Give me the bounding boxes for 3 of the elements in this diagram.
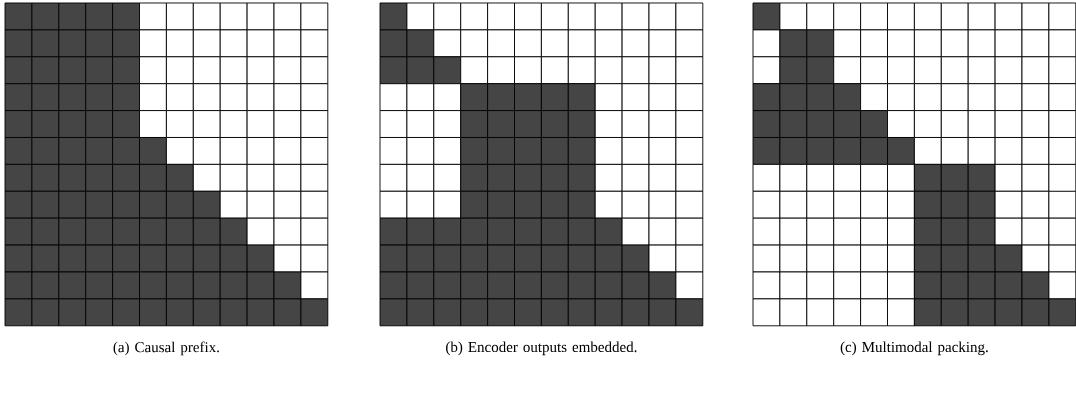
caption: (b) Encoder outputs embedded. [446,341,637,356]
caption: (c) Multimodal packing. [840,341,988,356]
caption: (a) Causal prefix. [113,341,219,356]
